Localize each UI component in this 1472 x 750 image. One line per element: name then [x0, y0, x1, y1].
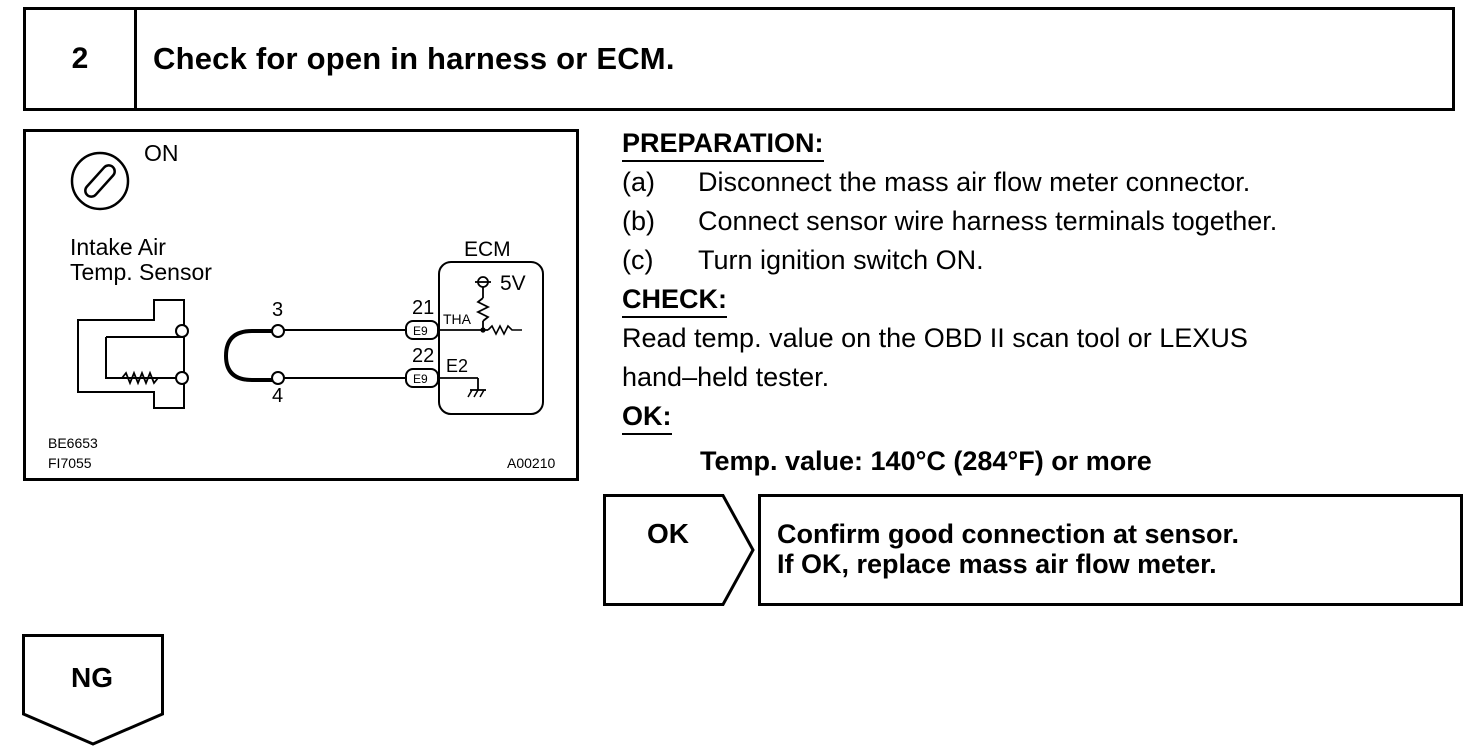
ground-label: E2: [446, 356, 468, 376]
signal-label: THA: [443, 311, 472, 327]
ecm-label: ECM: [464, 238, 511, 261]
svg-text:E9: E9: [413, 324, 428, 338]
prep-item: (a) Disconnect the mass air flow meter c…: [622, 163, 1462, 202]
prep-item-text: Disconnect the mass air flow meter conne…: [698, 167, 1251, 197]
prep-item-text: Connect sensor wire harness terminals to…: [698, 206, 1278, 236]
check-text-line2: hand–held tester.: [622, 362, 830, 392]
ng-flow-label: NG: [71, 662, 113, 693]
check-text-line1: Read temp. value on the OBD II scan tool…: [622, 323, 1248, 353]
ok-spec: Temp. value: 140°C (284°F) or more: [700, 446, 1152, 476]
step-header: 2 Check for open in harness or ECM.: [23, 7, 1455, 111]
connector-e9-bottom: E9: [405, 368, 439, 388]
ok-result-line2: If OK, replace mass air flow meter.: [777, 549, 1217, 579]
wiring-diagram-svg: ON Intake Air Temp. Sensor 3 4 21 22 ECM: [48, 140, 555, 471]
preparation-heading: PREPARATION:: [622, 126, 824, 162]
instructions: PREPARATION: (a) Disconnect the mass air…: [622, 124, 1462, 481]
ok-result-line1: Confirm good connection at sensor.: [777, 519, 1240, 549]
prep-item: (b) Connect sensor wire harness terminal…: [622, 202, 1462, 241]
jumper-wire: [223, 324, 285, 385]
ground-icon: [467, 389, 486, 398]
prep-item-text: Turn ignition switch ON.: [698, 245, 984, 275]
sensor-terminal-bottom: [175, 371, 189, 385]
prep-item: (c) Turn ignition switch ON.: [622, 241, 1462, 280]
ref-code-3: A00210: [507, 455, 555, 471]
ecm-box: [438, 261, 544, 415]
voltage-label: 5V: [500, 272, 526, 295]
ignition-label: ON: [144, 140, 179, 166]
wiring-diagram: ON Intake Air Temp. Sensor 3 4 21 22 ECM: [23, 129, 579, 481]
connector-e9-top: E9: [405, 320, 439, 340]
ref-code-2: FI7055: [48, 455, 92, 471]
check-heading: CHECK:: [622, 282, 727, 318]
prep-item-letter: (b): [622, 206, 655, 236]
step-number: 2: [26, 10, 137, 108]
ok-heading: OK:: [622, 399, 672, 435]
ref-code-1: BE6653: [48, 435, 98, 451]
sensor-resistor-icon: [121, 370, 159, 386]
ok-arrow-icon: [603, 494, 755, 606]
ecm-resistor-icon: [487, 324, 522, 336]
ignition-key-icon: [70, 151, 130, 211]
sensor-pin-top: 3: [272, 299, 283, 321]
step-title: Check for open in harness or ECM.: [153, 41, 675, 76]
voltage-source-icon: [475, 276, 491, 333]
ecm-pin-top: 21: [412, 297, 434, 319]
ok-result-box: Confirm good connection at sensor. If OK…: [758, 494, 1463, 606]
svg-text:E9: E9: [413, 372, 428, 386]
sensor-pin-bottom: 4: [272, 385, 283, 407]
prep-item-letter: (c): [622, 245, 654, 275]
ok-flow-label: OK: [647, 518, 689, 549]
sensor-terminal-top: [175, 324, 189, 338]
ecm-pin-bottom: 22: [412, 345, 434, 367]
sensor-label-line1: Intake Air: [70, 234, 166, 260]
ng-arrow-icon: [22, 634, 164, 746]
prep-item-letter: (a): [622, 167, 655, 197]
sensor-body: [77, 299, 189, 409]
sensor-label-line2: Temp. Sensor: [70, 259, 212, 285]
